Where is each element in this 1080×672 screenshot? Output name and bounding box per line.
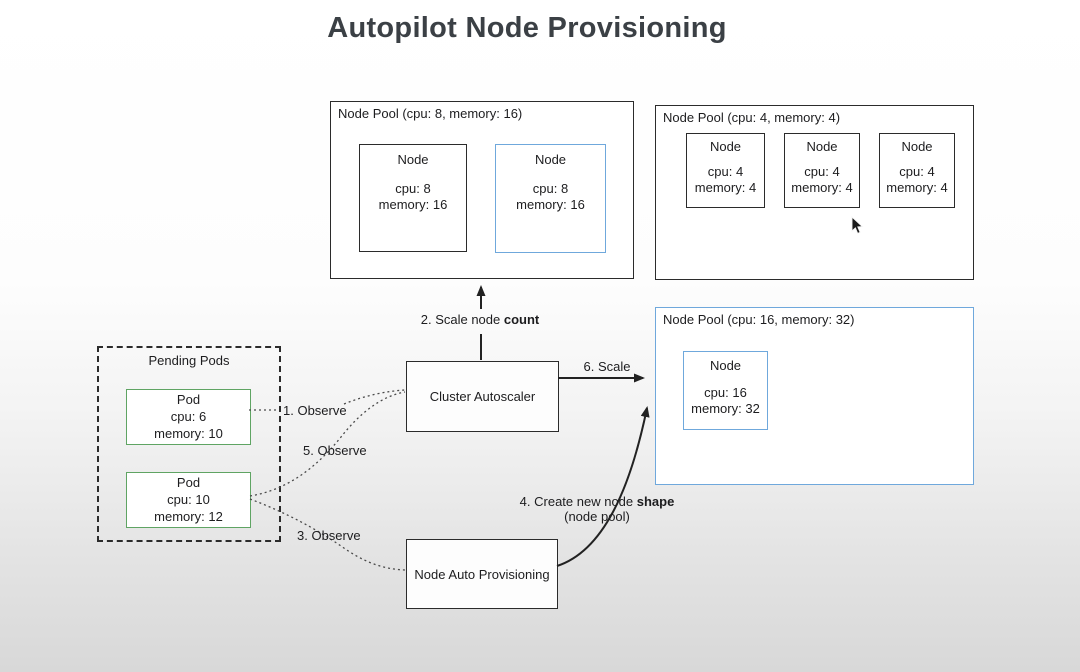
node-pool-16-32-label: Node Pool (cpu: 16, memory: 32) [663, 312, 855, 327]
edge-label-observe-1: 1. Observe [283, 403, 347, 418]
edge-create-node-shape-arrow [556, 406, 650, 567]
node-4-4-b: Node cpu: 4 memory: 4 [784, 133, 860, 208]
node-pool-8-16: Node Pool (cpu: 8, memory: 16) Node cpu:… [330, 101, 634, 279]
edge-label-observe-5: 5. Observe [303, 443, 367, 458]
node-4-4-c: Node cpu: 4 memory: 4 [879, 133, 955, 208]
cluster-autoscaler-label: Cluster Autoscaler [429, 389, 536, 404]
cluster-autoscaler-box: Cluster Autoscaler [406, 361, 559, 432]
pod-memory: memory: 12 [154, 509, 223, 524]
node-pool-8-16-label: Node Pool (cpu: 8, memory: 16) [338, 106, 523, 121]
node-title: Node [397, 152, 429, 167]
node-cpu: cpu: 4 [804, 164, 840, 179]
edge-label-text: 4. Create new node [519, 494, 637, 509]
node-title: Node [709, 358, 742, 373]
node-cpu: cpu: 4 [707, 164, 744, 179]
page-title: Autopilot Node Provisioning [327, 12, 727, 44]
node-memory: memory: 16 [516, 197, 585, 212]
node-title: Node [901, 139, 933, 154]
node-8-16-a: Node cpu: 8 memory: 16 [359, 144, 467, 252]
node-16-32-new: Node cpu: 16 memory: 32 [683, 351, 768, 430]
node-pool-4-4: Node Pool (cpu: 4, memory: 4) Node cpu: … [655, 105, 974, 280]
node-8-16-b-new: Node cpu: 8 memory: 16 [495, 144, 606, 253]
pod-cpu: cpu: 6 [170, 409, 207, 424]
node-auto-provisioning-box: Node Auto Provisioning [406, 539, 558, 609]
node-title: Node [806, 139, 838, 154]
edge-label-scale: 6. Scale [583, 359, 631, 374]
node-pool-16-32-new: Node Pool (cpu: 16, memory: 32) Node cpu… [655, 307, 974, 485]
edge-label-bold-text: count [503, 312, 540, 327]
node-pool-4-4-label: Node Pool (cpu: 4, memory: 4) [663, 110, 841, 125]
edge-label-create-node-shape: 4. Create new node shape (node pool) [509, 494, 685, 524]
pending-pod-2: Pod cpu: 10 memory: 12 [126, 472, 251, 528]
pod-memory: memory: 10 [154, 426, 223, 441]
pending-pods-group: Pending Pods Pod cpu: 6 memory: 10 Pod c… [97, 346, 281, 542]
pod-title: Pod [176, 392, 201, 407]
node-4-4-a: Node cpu: 4 memory: 4 [686, 133, 765, 208]
node-memory: memory: 4 [791, 180, 853, 195]
node-auto-provisioning-label: Node Auto Provisioning [414, 566, 550, 582]
node-memory: memory: 4 [886, 180, 948, 195]
node-memory: memory: 16 [378, 197, 448, 212]
edge-label-text: 2. Scale node [420, 312, 504, 327]
edge-label-subtext: (node pool) [564, 509, 630, 524]
node-title: Node [709, 139, 742, 154]
node-title: Node [534, 152, 567, 167]
edge-observe-1-b [343, 389, 406, 405]
edge-label-bold-text: shape [636, 494, 675, 509]
edge-label-observe-3: 3. Observe [297, 528, 361, 543]
node-memory: memory: 32 [691, 401, 760, 416]
pod-title: Pod [176, 475, 201, 490]
node-cpu: cpu: 16 [704, 385, 747, 400]
node-memory: memory: 4 [694, 180, 757, 195]
pending-pod-1: Pod cpu: 6 memory: 10 [126, 389, 251, 445]
node-cpu: cpu: 4 [899, 164, 935, 179]
node-cpu: cpu: 8 [532, 181, 569, 196]
pending-pods-label: Pending Pods [148, 353, 230, 368]
pod-cpu: cpu: 10 [167, 492, 210, 507]
mouse-cursor-icon [851, 216, 864, 235]
edge-label-scale-node-count: 2. Scale node count [400, 312, 560, 327]
node-cpu: cpu: 8 [395, 181, 431, 196]
